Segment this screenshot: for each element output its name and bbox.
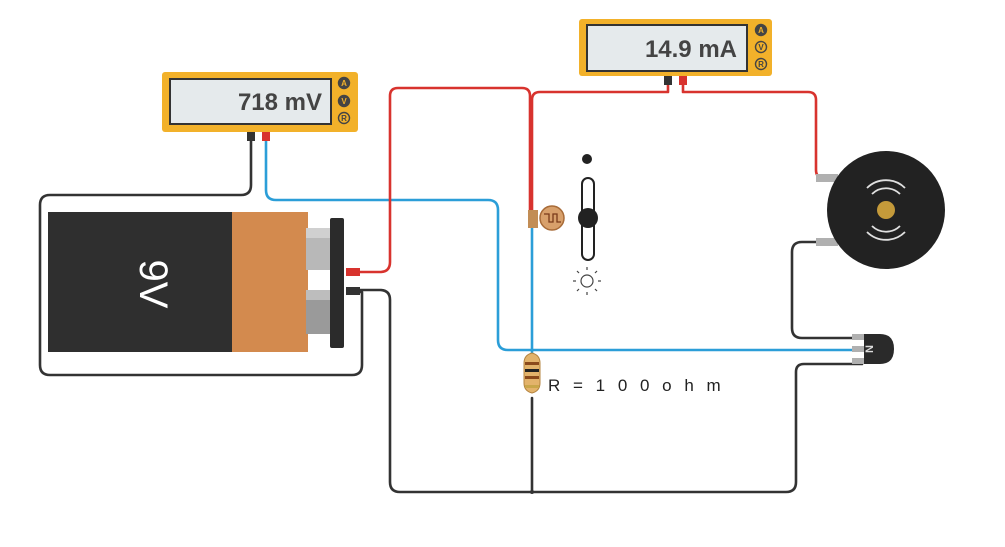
wire-ammeter-black[interactable] [530,80,670,214]
ammeter-mode-a-label: A [758,26,764,35]
battery-9v[interactable]: 9V [48,212,360,352]
ammeter-mode-r-button[interactable] [754,57,768,71]
voltmeter-mode-a-label: A [341,79,347,88]
battery-negative-lead[interactable] [346,287,360,295]
ammeter-black-terminal[interactable] [664,76,672,85]
ammeter-mode-buttons: A V R [754,23,768,71]
wires [38,80,867,494]
voltmeter-black-terminal[interactable] [247,132,255,141]
ammeter-probes [664,76,687,85]
wire-battery-positive-red[interactable] [350,86,532,274]
battery-positive-lead[interactable] [346,268,360,276]
wire-battery-negative[interactable] [350,288,864,494]
voltmeter-screen [169,78,332,125]
resistor-label: R = 1 0 0 o h m [548,376,725,395]
ammeter-mode-a-button[interactable] [754,23,768,37]
photoresistor[interactable] [528,205,565,231]
voltmeter-mode-v-label: V [341,97,347,106]
ammeter-red-terminal[interactable] [679,76,687,85]
wire-joints [530,490,534,494]
slider-knob[interactable] [578,208,598,228]
battery-body [48,212,234,352]
voltmeter-mode-r-button[interactable] [337,111,351,125]
npn-transistor[interactable]: N [852,334,894,364]
voltmeter-mode-r-label: R [341,114,347,123]
ammeter-reading: 14.9 mA [645,36,737,63]
battery-label: 9V [131,260,175,309]
voltmeter-mode-buttons: A V R [337,76,351,125]
battery-clip [330,218,344,348]
voltmeter-red-terminal[interactable] [262,132,270,141]
wire-voltmeter-black[interactable] [38,138,364,377]
ammeter-screen [586,24,748,72]
wire-ammeter-red[interactable] [681,80,838,180]
wire-buzzer-transistor[interactable] [790,240,864,340]
transistor-label: N [864,345,876,353]
wire-voltmeter-probe-blue[interactable] [264,138,867,352]
voltmeter-mode-a-button[interactable] [337,76,351,90]
voltmeter[interactable]: 718 mV A V R [162,72,358,141]
sun-icon [573,267,601,295]
light-level-slider[interactable] [573,154,601,295]
voltmeter-mode-v-button[interactable] [337,94,351,108]
piezo-buzzer[interactable] [816,151,945,269]
sound-waves-icon [866,179,906,241]
resistor[interactable]: R = 1 0 0 o h m [523,352,725,395]
ammeter[interactable]: 14.9 mA A V R [579,19,772,85]
buzzer-center [877,201,895,219]
ammeter-mode-v-button[interactable] [754,40,768,54]
ammeter-mode-r-label: R [758,60,764,69]
battery-cap [232,212,308,352]
voltmeter-probes [247,132,270,141]
slider-dark-dot [582,154,592,164]
ammeter-mode-v-label: V [758,43,764,52]
voltmeter-reading: 718 mV [238,89,322,116]
